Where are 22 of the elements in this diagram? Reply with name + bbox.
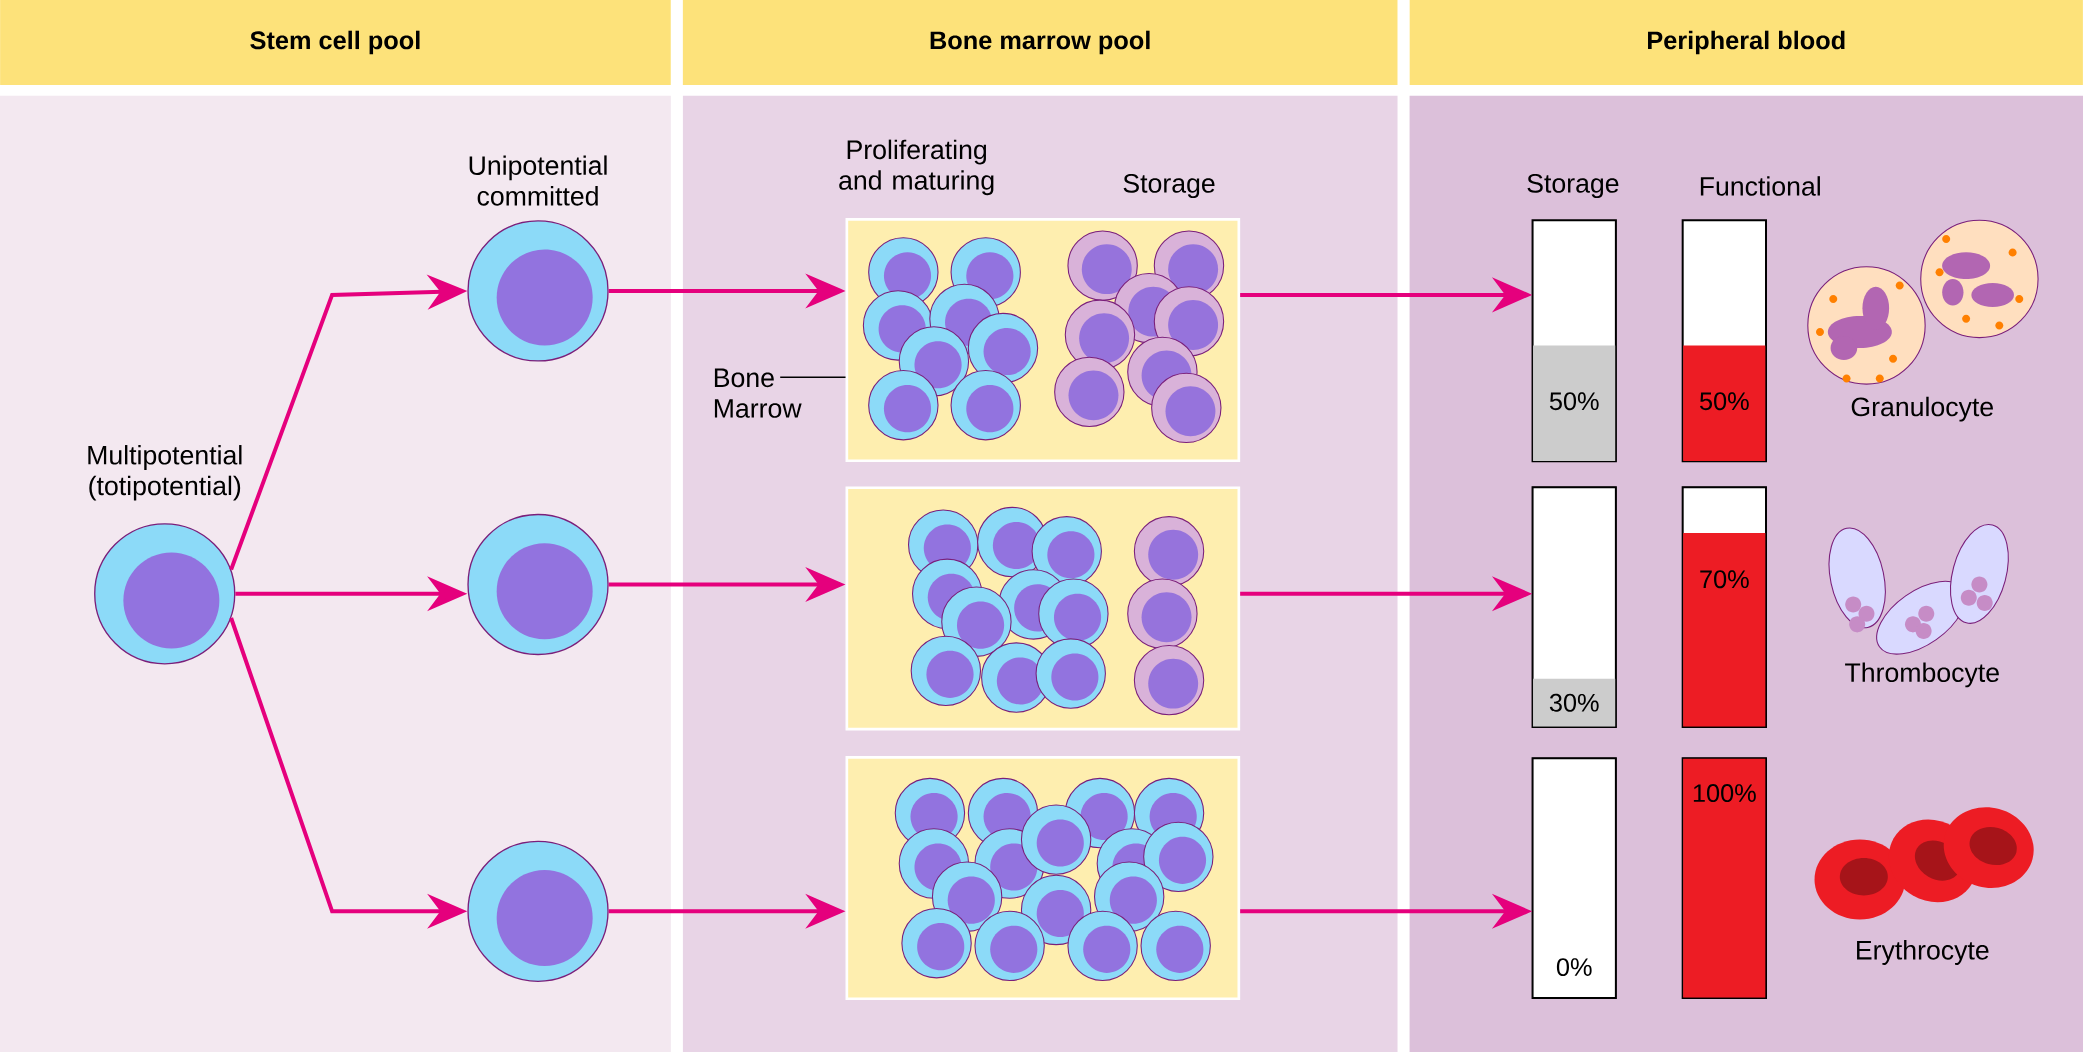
cell-caption: Granulocyte	[1851, 396, 1993, 422]
node-label: Bone marrow pool	[930, 30, 1150, 55]
column-label: Storage	[1123, 173, 1215, 198]
storage-bar: 50%	[1531, 219, 1617, 463]
storage-bar: 0%	[1531, 757, 1617, 999]
stem-cell	[467, 513, 609, 656]
storage-bar: 30%	[1531, 486, 1617, 728]
column-label: Proliferating and maturing	[839, 139, 994, 196]
node-label: Peripheral blood	[1648, 30, 1845, 55]
leader-line	[779, 376, 847, 378]
stem-cell	[467, 840, 609, 982]
part-label: Bone Marrow	[714, 368, 802, 418]
cell-caption: Multipotential (totipotential)	[88, 445, 242, 501]
column-label: Functional	[1700, 176, 1820, 196]
node-label: Stem cell pool	[250, 30, 420, 55]
functional-bar: 50%	[1681, 219, 1767, 463]
cell-caption: Erythrocyte	[1857, 940, 1989, 965]
cell-caption: Thrombocyte	[1845, 662, 1999, 688]
column-label: Storage	[1527, 173, 1619, 198]
functional-bar: 70%	[1681, 486, 1767, 728]
functional-bar: 100%	[1681, 757, 1767, 999]
cell-caption: Unipotential committed	[469, 155, 607, 206]
